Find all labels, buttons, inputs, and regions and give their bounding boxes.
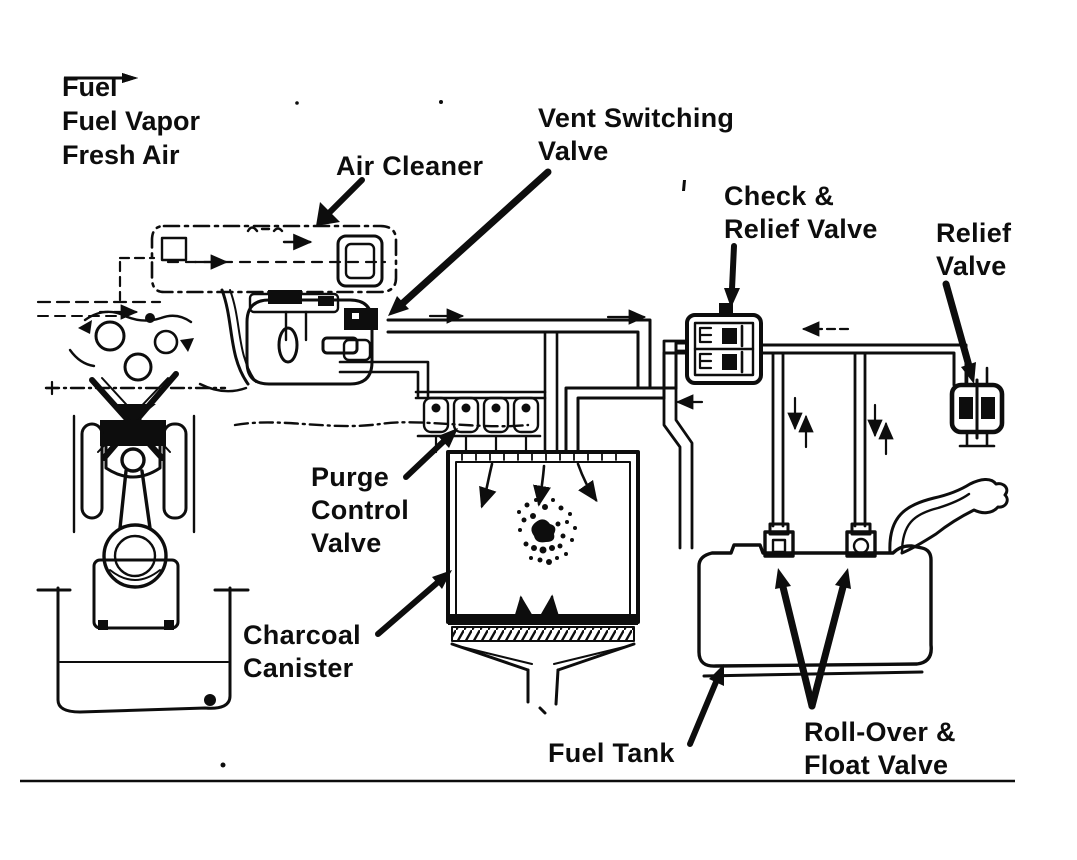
- check-relief-valve-component: [685, 303, 763, 385]
- vapor-piping: [338, 308, 968, 550]
- air-cleaner-arrow: [316, 177, 365, 226]
- legend-label-fresh-air: Fresh Air: [62, 139, 180, 170]
- fuel-lines: [44, 380, 530, 428]
- crankcase: [36, 523, 250, 714]
- check-relief-valve-arrow: [724, 243, 740, 308]
- legend: Fuel Fuel Vapor Fresh Air: [62, 70, 230, 172]
- vent-pipe: [386, 318, 652, 390]
- relief-valve-arrow: [942, 280, 976, 384]
- cylinder-head: [36, 300, 194, 382]
- relief-valve-label: Relief Valve: [936, 218, 1012, 281]
- filler-neck: [888, 478, 1009, 555]
- fuel-tank-arrow: [687, 664, 724, 747]
- rollover-pipe-right: [853, 351, 867, 528]
- legend-row-fresh-air: Fresh Air: [62, 73, 230, 172]
- purge-control-valve-arrow: [403, 428, 458, 480]
- intake-plenum: [198, 288, 374, 393]
- rollover-float-valve-label: Roll-Over & Float Valve: [804, 717, 956, 780]
- piston-cylinder: [72, 414, 196, 534]
- fresh-air-line-sample: [64, 73, 138, 83]
- engine-purge-pipe: [338, 360, 430, 398]
- scan-artifacts: [220, 100, 686, 768]
- engine-assembly: [36, 224, 530, 714]
- vent-switching-valve-label: Vent Switching Valve: [538, 103, 735, 166]
- legend-label-fuel-vapor: Fuel Vapor: [62, 105, 201, 136]
- vent-switching-valve-arrow: [388, 168, 552, 316]
- canister-pipe: [564, 386, 678, 454]
- canister-vent-pipe: [543, 330, 559, 454]
- relief-pipe: [759, 343, 968, 387]
- rollover-valve-left: [763, 522, 795, 558]
- check-relief-valve-label: Check & Relief Valve: [724, 181, 878, 244]
- rollover-pipe-left: [771, 351, 785, 528]
- charcoal-canister-label: Charcoal Canister: [243, 620, 361, 683]
- fuel-tank-label: Fuel Tank: [548, 738, 675, 768]
- label-arrows: [316, 168, 976, 747]
- legend-row-fuel-vapor: Fuel Vapor: [62, 73, 230, 138]
- charcoal-canister-component: [446, 450, 640, 715]
- charcoal-granules: [517, 498, 577, 565]
- charcoal-canister-arrow: [375, 570, 452, 637]
- flow-arrows: [428, 308, 894, 456]
- purge-control-valve-label: Purge Control Valve: [311, 462, 410, 558]
- vent-switching-valve-component: [321, 308, 378, 355]
- relief-valve-component: [949, 366, 1005, 448]
- rollover-float-valve-arrow: [775, 568, 851, 710]
- fuel-tank-component: [697, 478, 1009, 678]
- tank-vent-pipe: [662, 339, 694, 550]
- air-cleaner-label: Air Cleaner: [336, 151, 484, 181]
- rollover-valve-right: [845, 522, 877, 558]
